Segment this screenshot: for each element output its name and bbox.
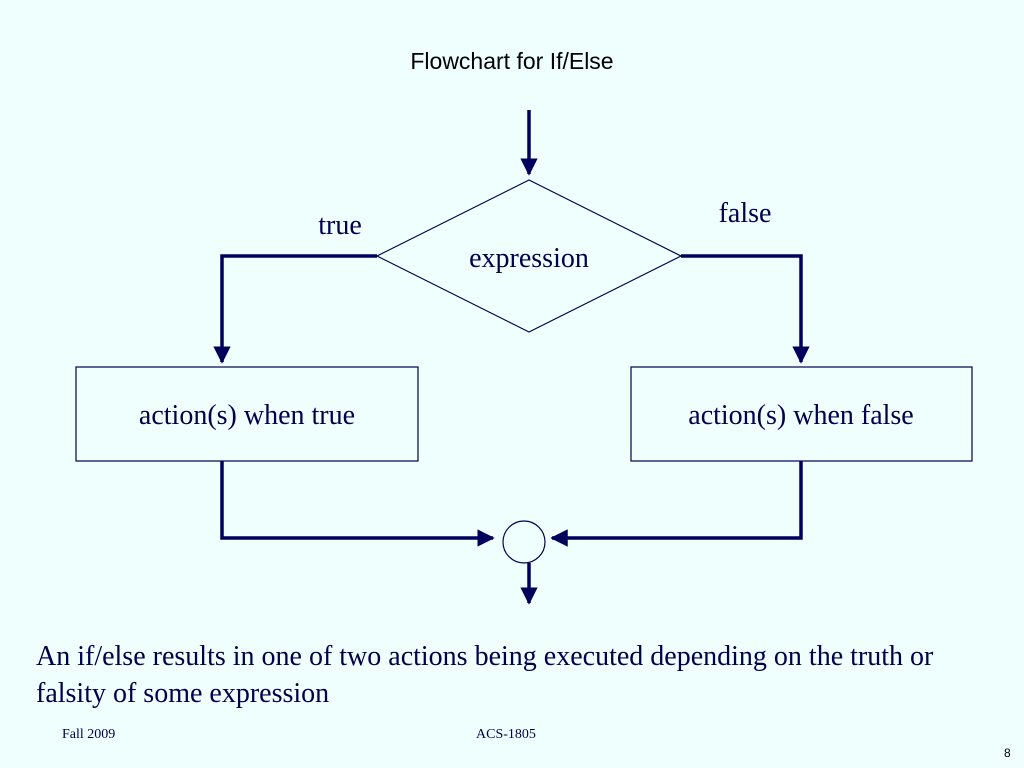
- decision-diamond: [375, 179, 683, 333]
- true-branch-connector: [213, 254, 377, 364]
- true-branch-label: true: [318, 210, 362, 241]
- true-merge-connector: [220, 461, 495, 547]
- slide-title: Flowchart for If/Else: [410, 48, 614, 74]
- true-action-label: action(s) when true: [139, 400, 355, 431]
- false-action-label: action(s) when false: [688, 400, 913, 431]
- merge-connector-circle: [502, 520, 546, 564]
- decision-label: expression: [469, 243, 589, 274]
- true-action-box: [75, 366, 419, 462]
- footer-course-code: ACS-1805: [476, 727, 536, 742]
- page-number: 8: [1004, 746, 1011, 760]
- false-merge-connector: [550, 461, 803, 547]
- false-branch-connector: [681, 254, 810, 364]
- false-branch-label: false: [719, 198, 772, 229]
- slide-caption: An if/else results in one of two actions…: [36, 641, 934, 709]
- footer-date: Fall 2009: [62, 727, 116, 742]
